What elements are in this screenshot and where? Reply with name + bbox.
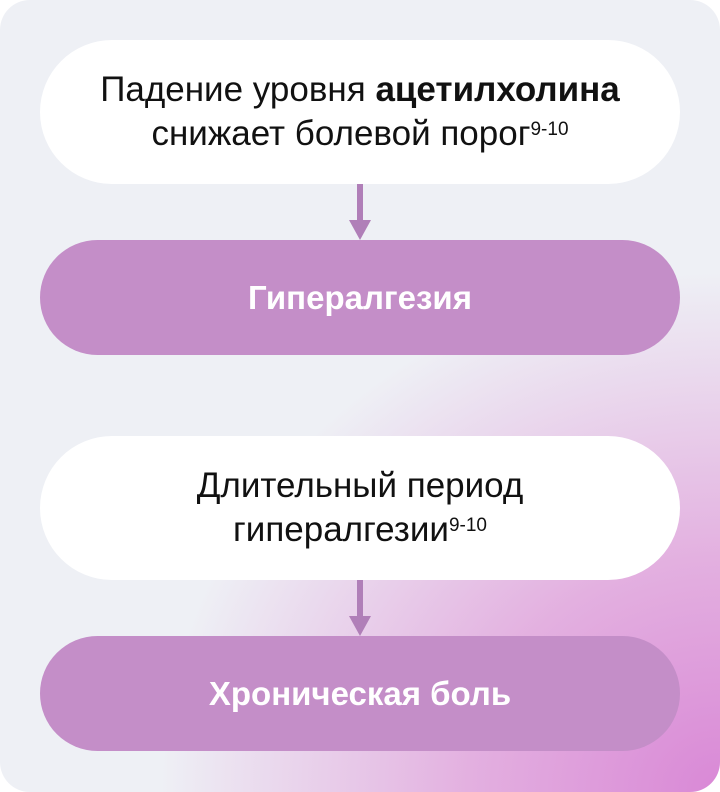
cause-text-2: гипералгезии <box>233 510 449 549</box>
cause-box-acetylcholine: Падение уровня ацетилхолина снижает боле… <box>40 40 680 184</box>
result-label: Гипералгезия <box>248 278 472 316</box>
result-label: Хроническая боль <box>208 674 512 712</box>
cause-text: Падение уровня <box>100 70 376 109</box>
result-box-hyperalgesia: Гипералгезия <box>40 240 680 355</box>
cause-box-prolonged: Длительный период гипералгезии9-10 <box>40 436 680 580</box>
arrow-down-icon <box>349 580 371 636</box>
reference: 9-10 <box>530 119 569 140</box>
result-box-chronic-pain: Хроническая боль <box>40 636 680 751</box>
cause-text-2: снижает болевой порог <box>151 114 531 153</box>
arrow-down-icon <box>349 184 371 240</box>
cause-text: Длительный период <box>196 466 524 505</box>
cause-bold-term: ацетилхолина <box>375 70 620 109</box>
reference: 9-10 <box>448 515 487 536</box>
